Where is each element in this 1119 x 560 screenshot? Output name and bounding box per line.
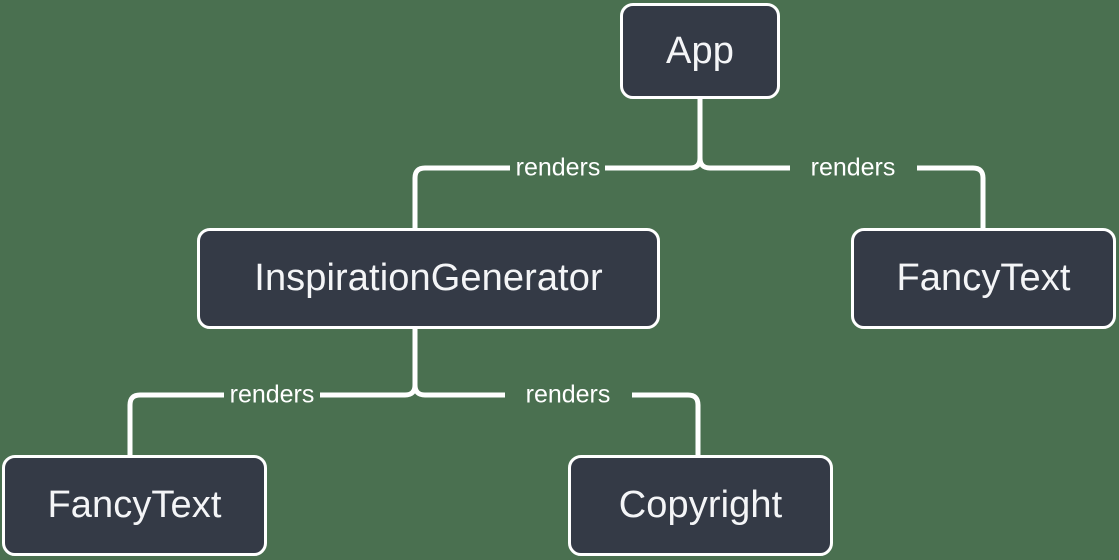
node-copyright[interactable]: Copyright [568, 455, 833, 556]
edge-label-inspiration-generator-to-fancytext-bottom: renders [229, 380, 315, 409]
node-inspiration-generator-label: InspirationGenerator [254, 257, 603, 299]
node-copyright-label: Copyright [618, 484, 783, 526]
node-inspiration-generator[interactable]: InspirationGenerator [197, 228, 660, 329]
node-fancytext-bottom-label: FancyText [47, 484, 222, 526]
node-fancytext-bottom[interactable]: FancyText [2, 455, 267, 556]
edge-label-app-to-fancytext-right: renders [810, 153, 896, 182]
node-app[interactable]: App [620, 3, 780, 99]
edge-label-inspiration-generator-to-copyright: renders [525, 380, 611, 409]
node-fancytext-right-label: FancyText [896, 257, 1071, 299]
edge-label-app-to-inspiration-generator: renders [515, 153, 601, 182]
node-app-label: App [666, 29, 734, 72]
node-fancytext-right[interactable]: FancyText [851, 228, 1116, 329]
